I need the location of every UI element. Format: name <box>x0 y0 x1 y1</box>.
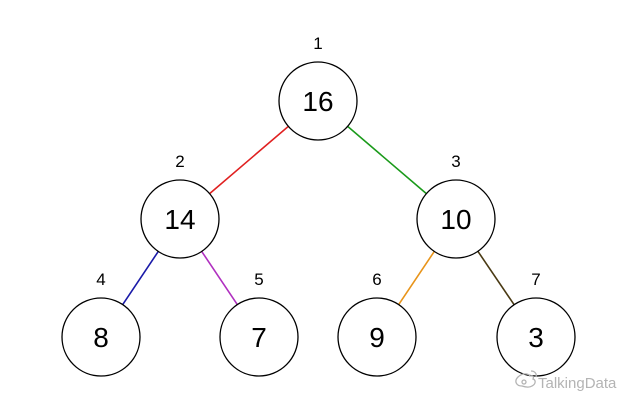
node-index-label: 3 <box>451 152 460 171</box>
node-value: 3 <box>528 322 544 353</box>
tree-node: 16 1 <box>278 34 358 141</box>
edge-1-2 <box>209 125 289 195</box>
node-circle <box>416 179 496 259</box>
edge-3-7 <box>477 250 515 306</box>
edge-3-6 <box>398 250 435 306</box>
node-circle <box>61 297 141 377</box>
node-value: 9 <box>369 322 385 353</box>
node-index-label: 2 <box>175 152 184 171</box>
node-index-label: 5 <box>254 270 263 289</box>
node-index-label: 6 <box>372 270 381 289</box>
edge-1-3 <box>347 125 427 195</box>
node-circle <box>337 297 417 377</box>
node-value: 7 <box>251 322 267 353</box>
edge-2-5 <box>201 250 238 306</box>
tree-node: 96 <box>337 270 417 377</box>
node-value: 14 <box>164 204 195 235</box>
edges-layer <box>122 125 515 306</box>
edge-2-4 <box>122 250 159 306</box>
node-circle <box>278 61 358 141</box>
node-value: 10 <box>440 204 471 235</box>
tree-node: 10 3 <box>416 152 496 259</box>
node-index-label: 1 <box>313 34 322 53</box>
node-value: 8 <box>93 322 109 353</box>
weibo-icon <box>515 370 537 388</box>
node-value: 16 <box>302 86 333 117</box>
watermark: TalkingData <box>515 370 617 392</box>
tree-node: 37 <box>496 270 576 377</box>
node-circle <box>140 179 220 259</box>
tree-node: 75 <box>219 270 299 377</box>
node-index-label: 4 <box>96 270 105 289</box>
node-circle <box>219 297 299 377</box>
node-index-label: 7 <box>531 270 540 289</box>
watermark-text: TalkingData <box>538 375 617 392</box>
tree-node: 84 <box>61 270 141 377</box>
tree-node: 14 2 <box>140 152 220 259</box>
